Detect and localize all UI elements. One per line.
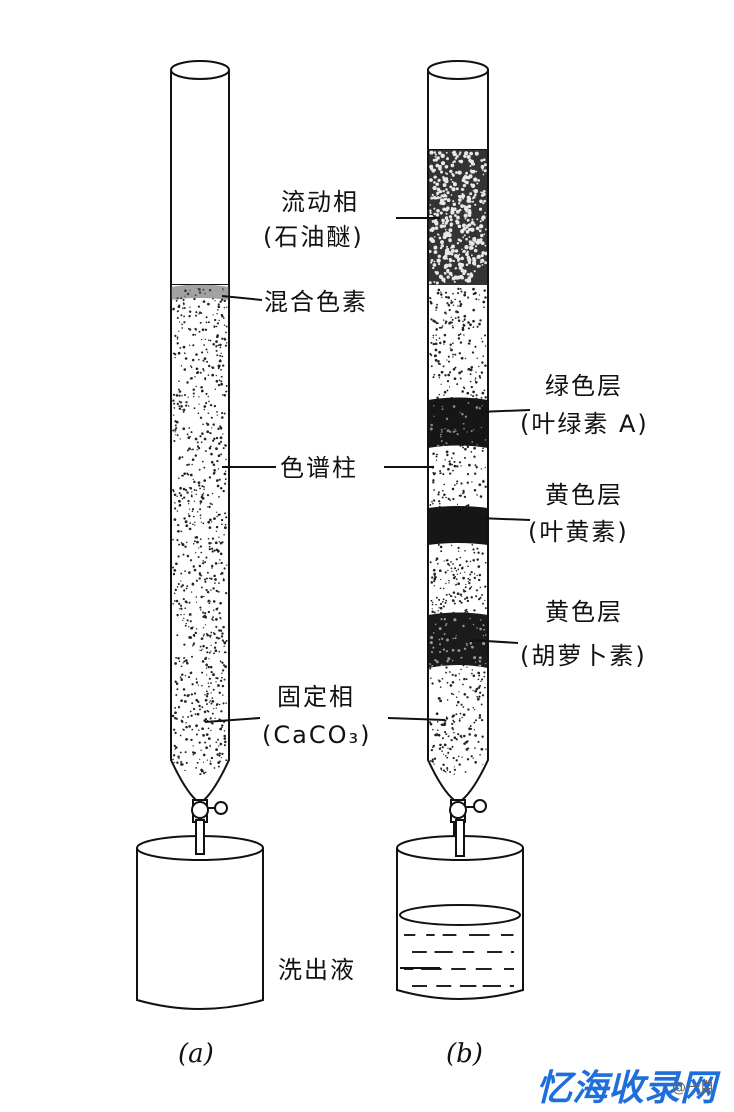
column-a-stopcock-handle [214,801,228,815]
label-mobile-phase-2: (石油醚) [263,223,364,251]
label-yellow-layer-2-2: (胡萝卜素) [520,642,647,670]
column-b-rim [427,60,489,80]
yellow-layer-1-band [428,506,488,545]
label-yellow-layer-2-1: 黄色层 [545,598,623,626]
label-yellow-layer-1-1: 黄色层 [545,481,623,509]
watermark-text: 忆海收录网 [536,1068,721,1109]
column-b-stopcock-valve [449,801,467,819]
label-column: 色谱柱 [280,454,358,482]
column-a-packing [171,287,228,775]
column-a-rim [170,60,230,80]
label-green-layer-2: (叶绿素 A) [520,410,649,438]
beaker-a [136,819,264,1010]
mixed-pigment-band [171,284,229,300]
label-green-layer-1: 绿色层 [545,372,623,400]
caption-a: (a) [178,1039,214,1069]
green-layer-band [428,397,488,448]
mobile-phase-texture [428,150,488,285]
label-mixed-pigment: 混合色素 [264,288,368,316]
label-yellow-layer-1-2: (叶黄素) [528,518,629,546]
column-b [427,60,489,857]
label-mobile-phase-1: 流动相 [281,188,359,216]
yellow-layer-2-band [428,612,488,668]
label-stationary-phase-1: 固定相 [277,683,355,711]
column-a [170,60,230,855]
column-a-stopcock-valve [191,801,209,819]
label-eluate: 洗出液 [278,956,356,984]
column-b-stopcock-handle [473,799,487,813]
label-stationary-phase-2: (CaCO₃) [262,721,371,749]
column-b-tube-top [427,69,489,151]
leader-lines [204,217,531,969]
column-a-tube-top [170,69,230,286]
eluate-liquid [404,934,514,987]
watermark-sub: @一自 [672,1080,714,1096]
eluate-surface [399,904,521,926]
caption-b: (b) [446,1039,483,1069]
beaker-b [396,819,524,1000]
